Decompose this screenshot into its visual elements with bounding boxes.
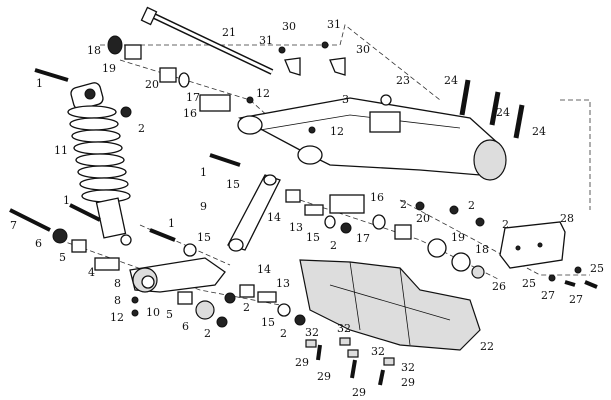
bolts: [9, 68, 598, 386]
callout-23: 23: [396, 74, 410, 87]
callout-3: 3: [342, 93, 349, 106]
swing-arm: [237, 97, 507, 181]
callout-12: 12: [110, 311, 124, 324]
callout-17: 17: [186, 91, 200, 104]
callout-29: 29: [352, 386, 366, 399]
callout-29: 29: [295, 356, 309, 369]
axle-rod: [140, 6, 274, 75]
callout-19: 19: [102, 62, 116, 75]
callout-2: 2: [330, 239, 337, 252]
callout-9: 9: [200, 200, 207, 213]
callout-1: 1: [168, 217, 175, 230]
callout-24: 24: [444, 74, 458, 87]
callout-32: 32: [401, 361, 415, 374]
callout-22: 22: [480, 340, 494, 353]
callout-28: 28: [560, 212, 574, 225]
link-plate: [227, 174, 281, 252]
callout-16: 16: [370, 191, 384, 204]
callout-18: 18: [87, 44, 101, 57]
callout-labels: 1 2 3 4 5 6 7 8 9 10 11 12 13 14 15 16 1…: [10, 18, 604, 399]
callout-24: 24: [496, 106, 510, 119]
callout-2: 2: [204, 327, 211, 340]
callout-2: 2: [138, 122, 145, 135]
callout-8: 8: [114, 277, 121, 290]
callout-2: 2: [468, 199, 475, 212]
callout-4: 4: [88, 266, 95, 279]
callout-1: 1: [36, 77, 43, 90]
callout-16: 16: [183, 107, 197, 120]
callout-12: 12: [256, 87, 270, 100]
callout-14: 14: [257, 263, 271, 276]
callout-27: 27: [541, 289, 555, 302]
callout-10: 10: [146, 306, 160, 319]
skid-plate: [299, 259, 481, 351]
callout-1: 1: [63, 194, 70, 207]
callout-5: 5: [166, 308, 173, 321]
callout-20: 20: [416, 212, 430, 225]
callout-30: 30: [282, 20, 296, 33]
callout-31: 31: [259, 34, 273, 47]
callout-5: 5: [59, 251, 66, 264]
callout-12: 12: [330, 125, 344, 138]
shock-absorber: [67, 82, 132, 246]
callout-6: 6: [35, 237, 42, 250]
callout-31: 31: [327, 18, 341, 31]
callout-19: 19: [451, 231, 465, 244]
callout-32: 32: [305, 326, 319, 339]
callout-26: 26: [492, 280, 506, 293]
callout-18: 18: [475, 243, 489, 256]
callout-2: 2: [502, 218, 509, 231]
callout-2: 2: [280, 327, 287, 340]
callout-7: 7: [10, 219, 17, 232]
callout-25: 25: [590, 262, 604, 275]
callout-2: 2: [243, 301, 250, 314]
callout-30: 30: [356, 43, 370, 56]
callout-15: 15: [306, 231, 320, 244]
callout-17: 17: [356, 232, 370, 245]
callout-13: 13: [276, 277, 290, 290]
rocker-arm: [129, 257, 226, 293]
callout-21: 21: [222, 26, 236, 39]
callout-11: 11: [54, 144, 68, 157]
callout-2: 2: [400, 198, 407, 211]
callout-15: 15: [197, 231, 211, 244]
callout-15: 15: [261, 316, 275, 329]
callout-15: 15: [226, 178, 240, 191]
callout-1: 1: [200, 166, 207, 179]
callout-25: 25: [522, 277, 536, 290]
callout-32: 32: [371, 345, 385, 358]
callout-32: 32: [337, 322, 351, 335]
callout-13: 13: [289, 221, 303, 234]
callout-14: 14: [267, 211, 281, 224]
cover-plate: [499, 221, 566, 269]
callout-20: 20: [145, 78, 159, 91]
callout-8: 8: [114, 294, 121, 307]
small-parts: [52, 35, 582, 366]
callout-27: 27: [569, 293, 583, 306]
callout-6: 6: [182, 320, 189, 333]
callout-24: 24: [532, 125, 546, 138]
callout-29: 29: [317, 370, 331, 383]
callout-29: 29: [401, 376, 415, 389]
